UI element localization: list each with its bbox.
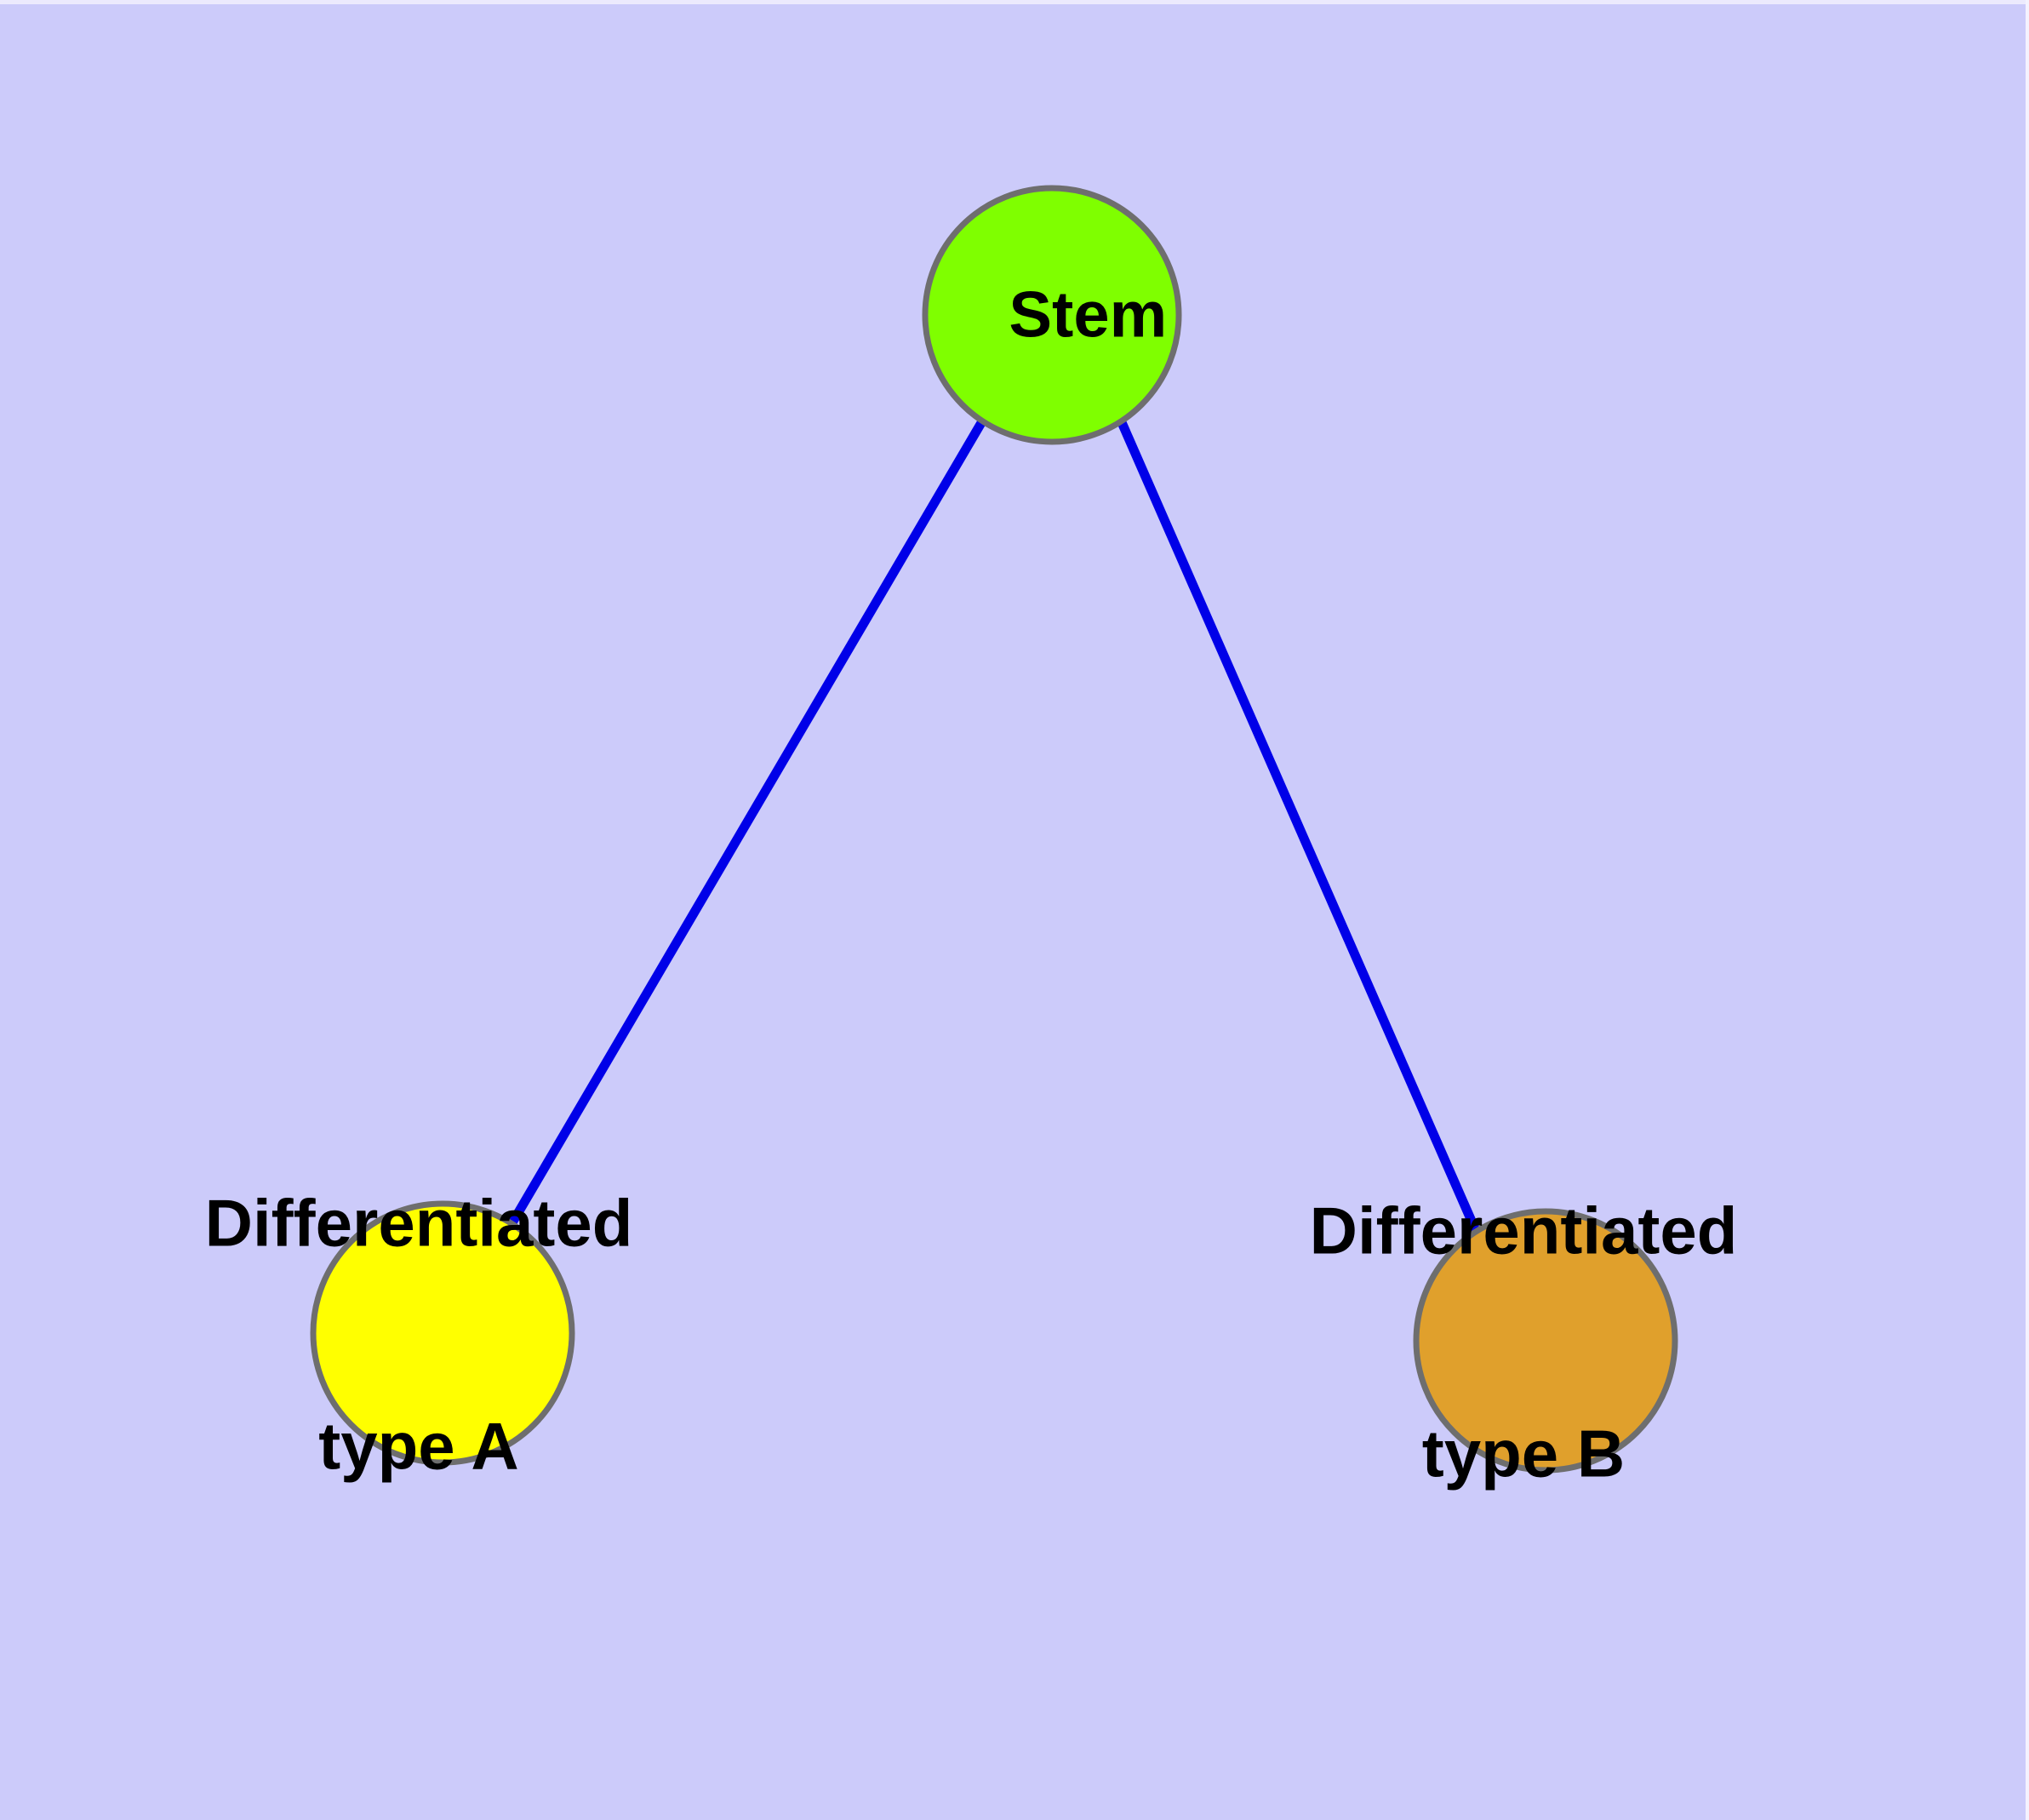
- node-layer: [310, 185, 1678, 1474]
- node-differentiated-type-a[interactable]: [310, 1200, 575, 1466]
- node-stem[interactable]: [922, 185, 1182, 445]
- canvas-top-edge-strip: [0, 0, 2029, 4]
- edge-layer: [507, 418, 1482, 1235]
- edge-stem-to-differentiated-type-a[interactable]: [507, 419, 986, 1227]
- edge-stem-to-differentiated-type-b[interactable]: [1116, 418, 1482, 1235]
- node-differentiated-type-b[interactable]: [1413, 1208, 1678, 1474]
- canvas-right-edge-strip: [2026, 0, 2029, 1820]
